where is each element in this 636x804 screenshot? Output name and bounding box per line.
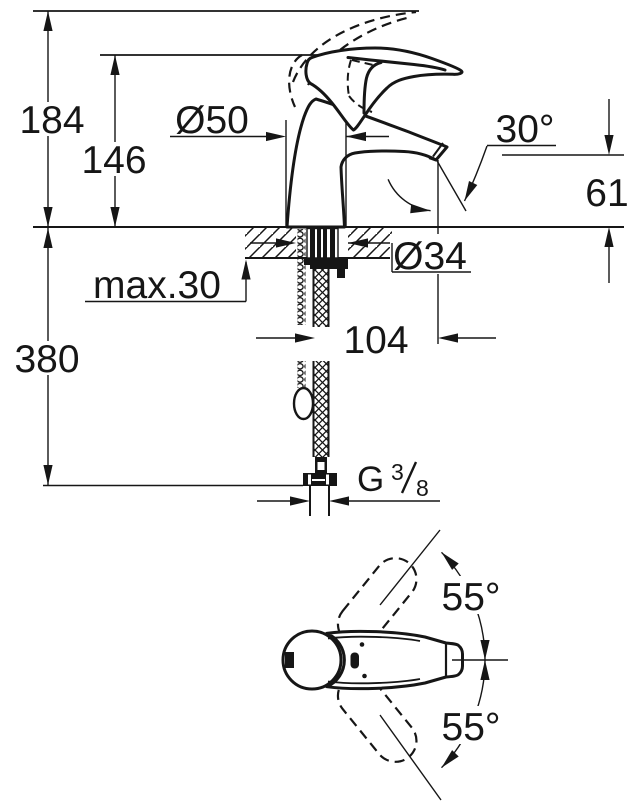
handle-up-axis-line [379,529,441,606]
handle-dot-top [359,642,365,647]
aerator-base-line [428,157,437,162]
stud-end-cap [292,386,315,421]
side-view: 184 146 380 Ø50 [14,10,632,516]
dim-spout-angle: 30° [387,108,556,344]
dim-hose-drop: 380 [14,227,303,487]
lever-inner-front-edge [362,61,383,115]
top-view: 55° 55° [281,529,509,801]
dim-d50-label: Ø50 [175,99,249,142]
thread-fraction-slash [400,461,418,494]
dim-d34-label: Ø34 [393,235,467,278]
handle-top-outline [325,629,464,691]
handle-down-axis-line [379,714,442,801]
lever-raised-dashed [288,10,417,108]
body-notch [285,652,294,668]
body-top-outline [281,629,343,691]
dim-104-label: 104 [343,319,408,362]
dim-184-label: 184 [19,99,84,142]
mounting-hardware [304,227,348,278]
thread-denominator: 8 [416,475,429,501]
flexible-hose [303,269,337,516]
dim-deck-thickness: max.30 [85,259,251,307]
handle-marker [350,652,359,669]
dim-lever-height: 146 [80,55,148,227]
lever-raised-hidden-edges-dashed [346,59,378,113]
dim-380-label: 380 [14,338,79,381]
thread-numerator: 3 [391,459,404,485]
aerator-line [432,142,444,158]
dim-body-diameter: Ø50 [170,99,389,226]
lever-inner-top-edge [346,56,447,72]
handle-dot-bottom [362,673,367,679]
dim-outlet-height: 61 [502,99,632,283]
dim-total-height: 184 [19,11,85,227]
faucet-lever [304,46,464,132]
dim-hole-diameter: Ø34 [250,234,474,278]
faucet-body-spout [285,97,449,229]
dim-spout-projection: 104 [256,319,496,362]
dim-55up-label: 55° [442,576,501,619]
dim-55down-label: 55° [442,706,501,749]
dim-thread: G 3 8 [257,459,440,506]
dim-61-label: 61 [585,172,628,215]
handle-bevel-bottom [327,678,421,685]
dim-146-label: 146 [81,139,146,182]
thread-g-label: G [357,460,384,499]
dim-max30-label: max.30 [93,264,221,307]
handle-bevel-top [327,635,421,642]
dim-30deg-label: 30° [496,108,555,151]
